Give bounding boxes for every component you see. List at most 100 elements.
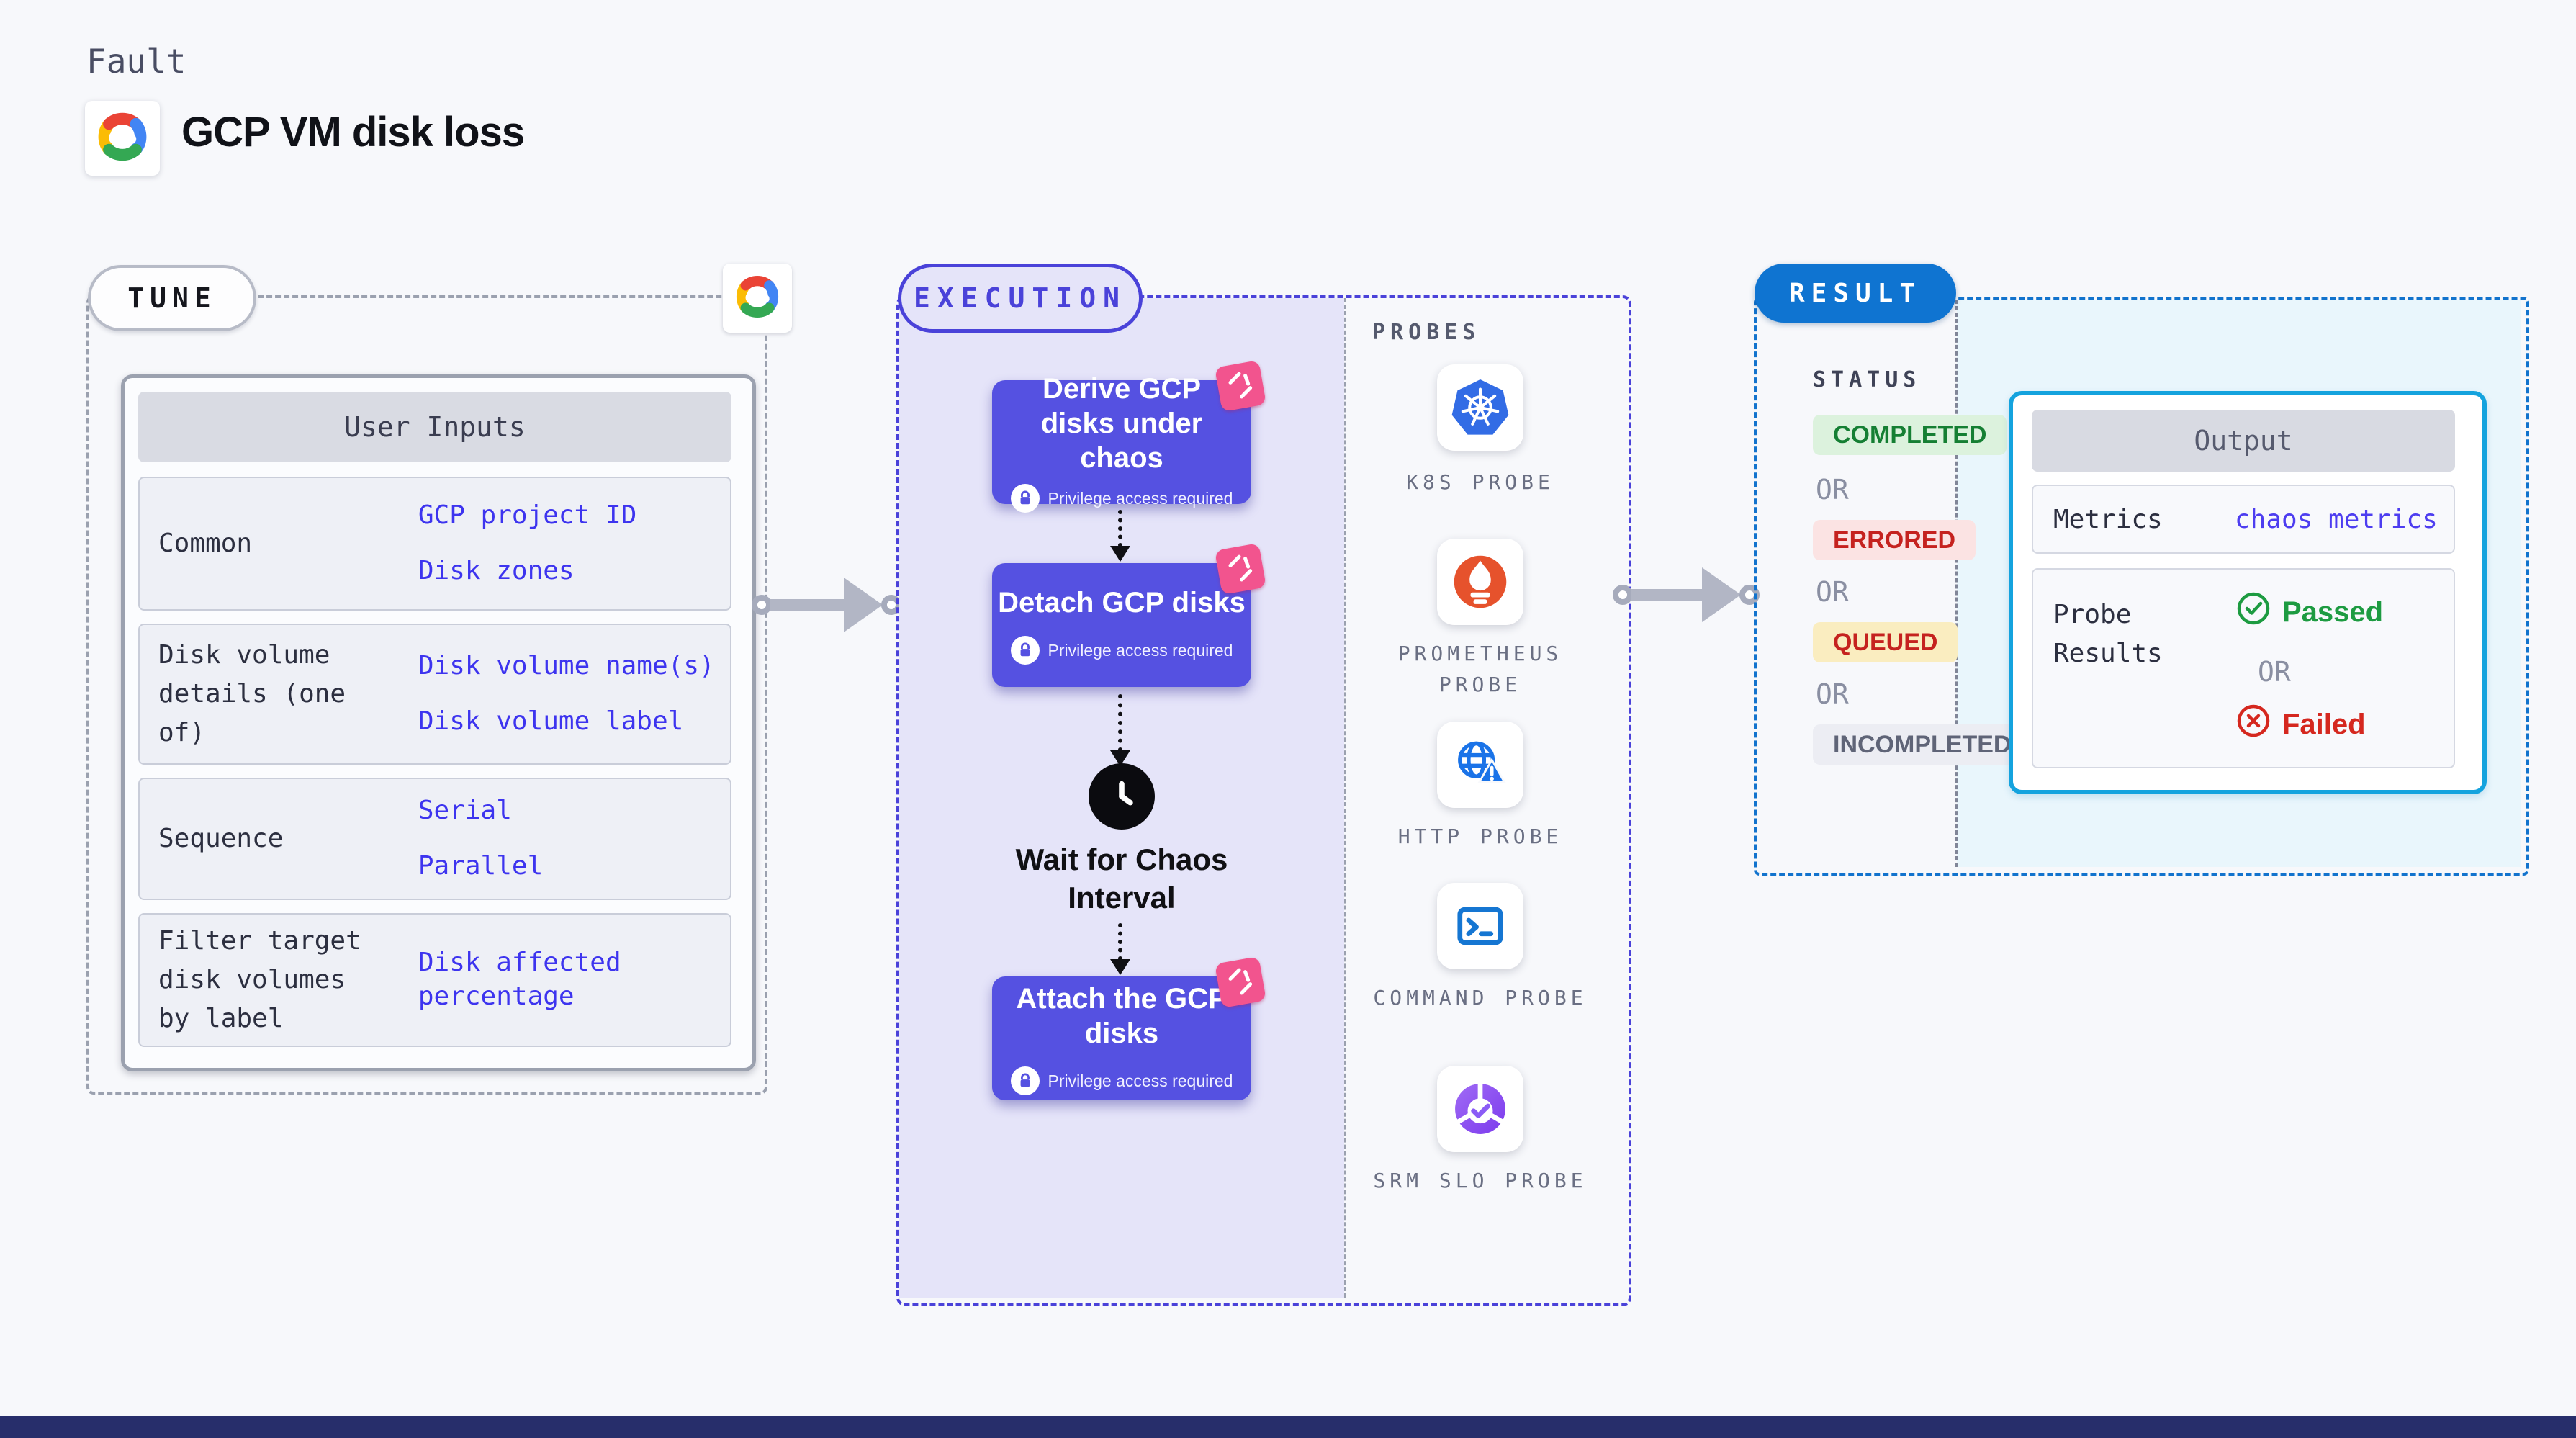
flow-arrowhead xyxy=(1110,959,1130,975)
command-probe-icon xyxy=(1437,883,1523,969)
probe-result-passed: Passed xyxy=(2236,591,2383,633)
step-derive-gcp-disks: Derive GCP disks under chaos Privilege a… xyxy=(992,373,1251,513)
or-label: OR xyxy=(1816,576,1849,608)
result-section-border xyxy=(1754,297,2529,876)
srm-slo-probe-icon xyxy=(1437,1066,1523,1152)
or-label: OR xyxy=(1816,678,1849,710)
output-header: Output xyxy=(2032,410,2455,472)
privilege-badge-label: Privilege access required xyxy=(1048,488,1233,508)
probes-section-label: PROBES xyxy=(1372,320,1481,345)
lock-icon xyxy=(1010,636,1040,665)
input-row-label: Sequence xyxy=(158,824,284,853)
gcp-cloud-icon-small xyxy=(733,272,782,325)
input-row-common: Common GCP project ID Disk zones xyxy=(138,477,731,611)
connector-shaft xyxy=(1631,589,1703,601)
step-attach-gcp-disks: Attach the GCP disks Privilege access re… xyxy=(992,976,1251,1100)
flow-connector xyxy=(1118,694,1122,752)
tune-gcp-tile xyxy=(723,264,792,333)
step-title: Derive GCP disks under chaos xyxy=(1040,373,1203,474)
fault-eyebrow: Fault xyxy=(86,42,186,81)
tune-pill: TUNE xyxy=(88,265,256,331)
probe-results-row: Probe Results Passed OR Failed xyxy=(2032,568,2455,768)
srm-slo-probe-label: SRM SLO PROBE xyxy=(1373,1169,1588,1192)
x-circle-icon xyxy=(2236,704,2271,745)
probe-result-failed: Failed xyxy=(2236,704,2366,745)
prometheus-probe-icon xyxy=(1437,539,1523,625)
result-divider xyxy=(1955,300,1958,867)
lock-icon xyxy=(1010,484,1040,513)
input-value: GCP project ID xyxy=(418,500,637,531)
connector-start-dot xyxy=(752,595,772,615)
execution-pill: EXECUTION xyxy=(898,264,1143,333)
lock-icon xyxy=(1010,1066,1040,1095)
page-title: GCP VM disk loss xyxy=(181,109,525,156)
status-badge-label: INCOMPLETED xyxy=(1833,730,2012,758)
connector-arrowhead xyxy=(1702,567,1741,622)
chaos-ribbon-icon xyxy=(1215,360,1266,412)
input-row-label: Common xyxy=(158,529,253,558)
gcp-logo-tile xyxy=(85,101,160,176)
flow-arrowhead xyxy=(1110,546,1130,562)
status-column-label: STATUS xyxy=(1813,367,1922,392)
gcp-cloud-icon xyxy=(94,109,150,168)
tune-section-border xyxy=(86,295,767,1095)
user-inputs-header-label: User Inputs xyxy=(344,411,526,443)
connector-start-dot xyxy=(1613,585,1633,605)
input-row-sequence: Sequence Serial Parallel xyxy=(138,778,731,900)
chaos-ribbon-icon xyxy=(1215,956,1266,1008)
status-badge-completed: COMPLETED xyxy=(1813,415,2007,455)
privilege-badge-label: Privilege access required xyxy=(1048,1071,1233,1090)
status-badge-label: ERRORED xyxy=(1833,526,1956,554)
tune-pill-label: TUNE xyxy=(127,282,217,314)
input-value: Disk volume name(s) xyxy=(418,651,715,681)
privilege-badge-label: Privilege access required xyxy=(1048,640,1233,660)
execution-pill-label: EXECUTION xyxy=(914,282,1127,314)
input-value: Disk zones xyxy=(418,556,575,585)
input-row-label: Disk volume details (one of) xyxy=(158,640,346,747)
input-row-label: Filter target disk volumes by label xyxy=(158,926,361,1033)
input-row-disk-volume-details: Disk volume details (one of) Disk volume… xyxy=(138,624,731,765)
flow-connector xyxy=(1118,510,1122,547)
wait-step-label: Wait for Chaos Interval xyxy=(1015,842,1228,915)
http-probe-label: HTTP PROBE xyxy=(1397,824,1563,848)
chaos-ribbon-icon xyxy=(1215,543,1266,595)
http-probe-icon xyxy=(1437,722,1523,808)
or-label: OR xyxy=(2258,656,2291,688)
command-probe-label: COMMAND PROBE xyxy=(1373,986,1588,1010)
output-header-label: Output xyxy=(2194,425,2293,457)
metrics-row: Metrics chaos metrics xyxy=(2032,485,2455,554)
k8s-probe-icon xyxy=(1437,364,1523,451)
status-badge-errored: ERRORED xyxy=(1813,520,1976,560)
input-value: Serial xyxy=(418,796,512,826)
step-detach-gcp-disks: Detach GCP disks Privilege access requir… xyxy=(992,563,1251,687)
metrics-value: chaos metrics xyxy=(2235,504,2438,534)
status-badge-queued: QUEUED xyxy=(1813,622,1958,662)
input-row-filter-label: Filter target disk volumes by label Disk… xyxy=(138,913,731,1047)
status-badge-label: QUEUED xyxy=(1833,628,1938,656)
status-badge-label: COMPLETED xyxy=(1833,421,1987,449)
bottom-bar xyxy=(0,1416,2576,1438)
failed-label: Failed xyxy=(2282,708,2366,740)
user-inputs-header: User Inputs xyxy=(138,392,731,462)
metrics-label: Metrics xyxy=(2053,504,2163,534)
input-value: Disk affected percentage xyxy=(418,948,621,1011)
prometheus-probe-label: PROMETHEUS PROBE xyxy=(1397,642,1563,697)
input-value: Disk volume label xyxy=(418,706,684,736)
execution-probes-divider xyxy=(1344,298,1346,1298)
flow-arrowhead xyxy=(1110,750,1130,766)
connector-shaft xyxy=(770,599,845,611)
k8s-probe-label: K8S PROBE xyxy=(1406,470,1554,494)
probe-results-label: Probe Results xyxy=(2053,600,2163,668)
connector-arrowhead xyxy=(844,578,883,632)
execution-section-border xyxy=(896,295,1631,1306)
result-pill-label: RESULT xyxy=(1788,278,1922,308)
step-title: Attach the GCP disks xyxy=(1016,983,1228,1049)
passed-label: Passed xyxy=(2282,596,2384,628)
input-value: Parallel xyxy=(418,851,544,881)
status-badge-incompleted: INCOMPLETED xyxy=(1813,724,2032,765)
step-title: Detach GCP disks xyxy=(998,587,1246,619)
clock-icon xyxy=(1089,763,1155,830)
or-label: OR xyxy=(1816,474,1849,505)
check-circle-icon xyxy=(2236,591,2271,633)
